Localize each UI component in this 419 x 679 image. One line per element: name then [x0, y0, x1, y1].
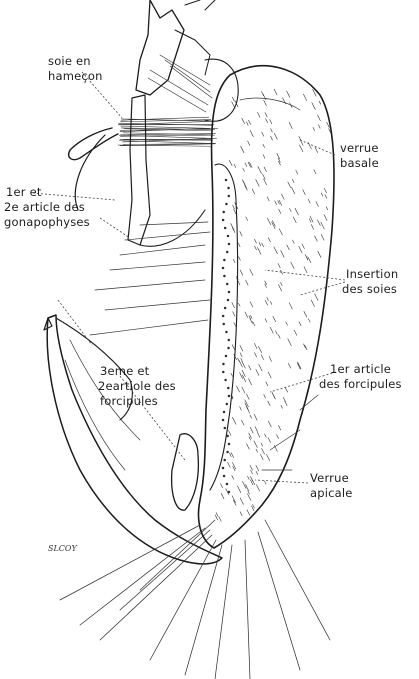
terminal-articles-forcipule: [44, 315, 222, 564]
label-line: apicale: [310, 486, 353, 500]
label-line: Insertion: [346, 267, 398, 281]
label-line: Verrue: [310, 471, 349, 485]
label-first-article-forcipules: 1er article des forcipules: [319, 362, 402, 391]
label-line: des forcipules: [319, 377, 402, 391]
artist-signature: SLCOY: [48, 544, 77, 553]
label-terminal-articles: 3eme et 2eartiole des forcipules: [98, 364, 176, 408]
label-line: soie en: [48, 54, 91, 68]
label-line: hameçon: [48, 69, 103, 83]
label-line: 1er article: [330, 362, 391, 376]
label-line: forcipules: [100, 394, 158, 408]
label-verrue-basale: verrue basale: [340, 141, 379, 170]
label-line: 2eartiole des: [98, 379, 176, 393]
label-gonapophyses: 1er et 2e article des gonapophyses: [4, 185, 90, 229]
label-line: basale: [340, 156, 379, 170]
label-soie-hamecon: soie en hameçon: [48, 54, 103, 83]
label-line: verrue: [340, 141, 379, 155]
label-line: 2e article des: [4, 200, 85, 214]
label-insertion-soies: Insertion des soies: [342, 267, 398, 296]
label-line: gonapophyses: [4, 215, 90, 229]
label-line: 3eme et: [100, 364, 150, 378]
label-verrue-apicale: Verrue apicale: [310, 471, 353, 500]
label-line: des soies: [342, 282, 397, 296]
label-line: 1er et: [6, 185, 42, 199]
